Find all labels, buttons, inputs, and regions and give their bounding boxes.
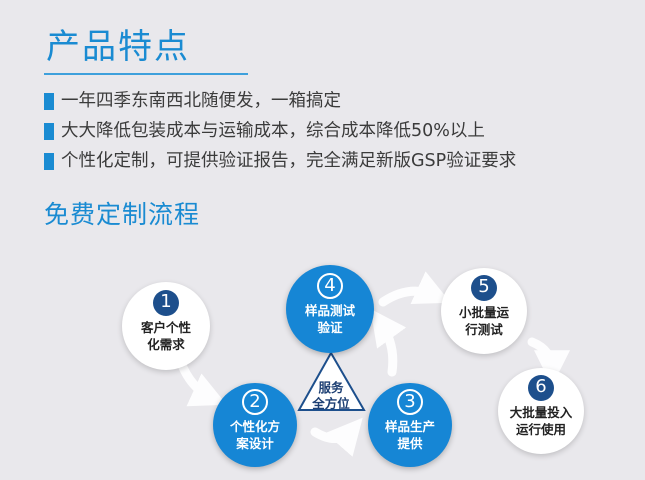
step-number-badge: 1 <box>153 290 179 316</box>
feature-text: 大大降低包装成本与运输成本，综合成本降低50%以上 <box>61 121 485 141</box>
bullet-marker-icon <box>44 123 54 140</box>
bullet-marker-icon <box>44 153 54 170</box>
feature-item: 一年四季东南西北随便发，一箱搞定 <box>44 86 516 116</box>
feature-list: 一年四季东南西北随便发，一箱搞定 大大降低包装成本与运输成本，综合成本降低50%… <box>44 86 516 176</box>
step-label: 个性化方案设计 <box>229 419 280 451</box>
service-triangle <box>297 350 366 411</box>
step-label: 样品生产提供 <box>384 419 435 451</box>
step-number-badge: 5 <box>471 275 497 301</box>
step-4-circle: 4 样品测试验证 <box>286 265 374 353</box>
step-number-badge: 4 <box>317 273 343 299</box>
step-2-circle: 2 个性化方案设计 <box>213 383 297 467</box>
step-number-badge: 3 <box>397 389 423 415</box>
step-label: 客户个性化需求 <box>140 320 191 352</box>
arrow-4-to-5-icon <box>378 271 451 307</box>
center-service-label: 服务全方位 <box>312 380 350 411</box>
bullet-marker-icon <box>44 93 54 110</box>
feature-text: 个性化定制，可提供验证报告，完全满足新版GSP验证要求 <box>61 151 517 171</box>
step-3-circle: 3 样品生产提供 <box>368 383 452 467</box>
step-label: 大批量投入运行使用 <box>509 405 573 437</box>
step-label: 样品测试验证 <box>304 303 355 335</box>
step-5-circle: 5 小批量运行测试 <box>441 268 527 354</box>
feature-item: 大大降低包装成本与运输成本，综合成本降低50%以上 <box>44 116 516 146</box>
arrow-3-to-4-icon <box>370 308 407 377</box>
step-1-circle: 1 客户个性化需求 <box>122 282 210 370</box>
step-label: 小批量运行测试 <box>458 305 509 337</box>
arrow-2-to-3-icon <box>310 417 363 457</box>
step-number-badge: 2 <box>242 389 268 415</box>
feature-text: 一年四季东南西北随便发，一箱搞定 <box>61 91 341 111</box>
feature-item: 个性化定制，可提供验证报告，完全满足新版GSP验证要求 <box>44 146 516 176</box>
title-underline <box>44 73 248 75</box>
page-title: 产品特点 <box>46 27 190 67</box>
step-6-circle: 6 大批量投入运行使用 <box>498 368 584 454</box>
section-subtitle: 免费定制流程 <box>44 200 201 229</box>
step-number-badge: 6 <box>528 375 554 401</box>
arrow-5-to-6-icon <box>527 337 570 387</box>
